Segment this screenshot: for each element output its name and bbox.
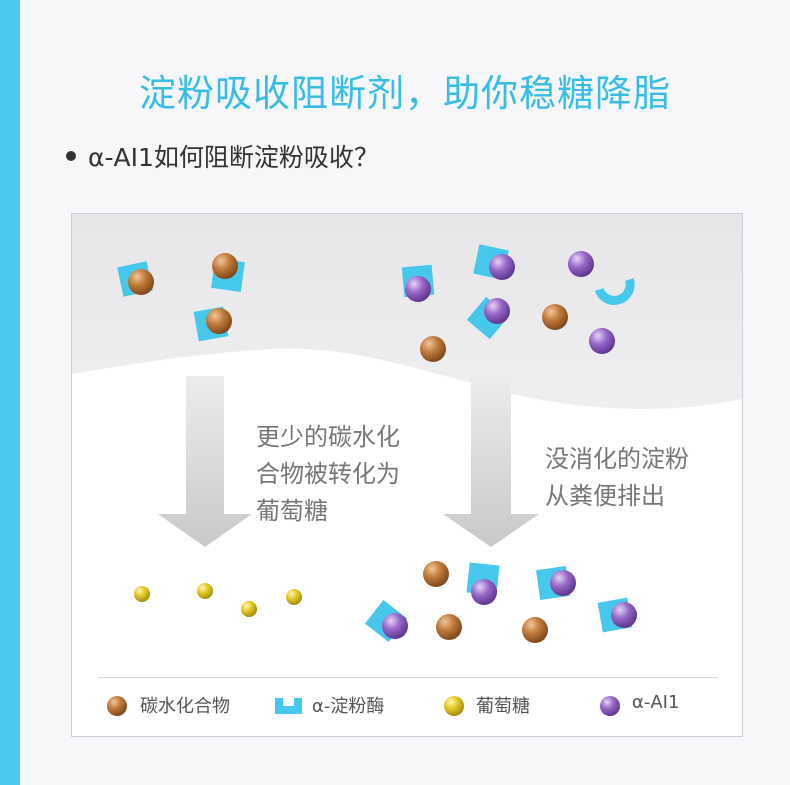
caption-line: 更少的碳水化 [256,423,400,451]
free-enzyme [594,278,635,305]
down-arrow-right [443,376,539,547]
caption-right: 没消化的淀粉 从粪便排出 [545,441,689,515]
carb-particle [128,269,154,295]
carb-particle [212,253,238,279]
caption-line: 从粪便排出 [545,482,665,510]
page-title: 淀粉吸收阻断剂，助你稳糖降脂 [139,71,671,115]
ai1-particle [489,254,515,280]
caption-line: 合物被转化为 [256,460,400,488]
legend-item-carb: 碳水化合物 [132,692,230,718]
ai1-particle [611,602,637,628]
ai1-particle [382,613,408,639]
legend-label: 碳水化合物 [140,696,230,717]
ai1-particle [471,579,497,605]
legend-glucose-icon [444,696,464,716]
ai1-particle [568,251,594,277]
question-text: α-AI1如何阻断淀粉吸收？ [88,143,379,172]
legend-divider [98,677,718,678]
caption-left: 更少的碳水化 合物被转化为 葡萄糖 [256,419,400,530]
diagram-panel: 更少的碳水化 合物被转化为 葡萄糖 没消化的淀粉 从粪便排出 碳水化合物 α-淀… [71,213,743,737]
carb-particle [522,617,548,643]
legend-label: α-淀粉酶 [312,696,385,717]
legend: 碳水化合物 α-淀粉酶 葡萄糖 α-AI1 [72,692,742,722]
glucose-particle [286,589,302,605]
legend-ai1-icon [600,696,620,716]
legend-carb-icon [107,696,127,716]
carb-particle [206,308,232,334]
glucose-particle [241,601,257,617]
upper-wave-region [72,214,742,410]
carb-particle [423,561,449,587]
carb-particle [436,614,462,640]
diagram-canvas [72,214,742,716]
carb-particle [420,336,446,362]
legend-item-glucose: 葡萄糖 [468,692,530,718]
legend-label: 葡萄糖 [476,696,530,717]
caption-line: 没消化的淀粉 [545,445,689,473]
glucose-particle [197,583,213,599]
legend-enzyme-icon [275,698,302,714]
side-accent-bar [0,0,20,785]
bullet-dot [66,151,76,161]
caption-line: 葡萄糖 [256,497,328,525]
ai1-particle [550,570,576,596]
question-heading: α-AI1如何阻断淀粉吸收？ [66,138,379,174]
carb-particle [542,304,568,330]
down-arrow-left [158,376,252,547]
legend-item-enzyme: α-淀粉酶 [304,692,384,718]
legend-label: α-AI1 [632,692,680,713]
ai1-particle [405,276,431,302]
legend-item-ai1: α-AI1 [624,692,679,713]
ai1-particle [484,298,510,324]
glucose-particle [134,586,150,602]
ai1-particle [589,328,615,354]
